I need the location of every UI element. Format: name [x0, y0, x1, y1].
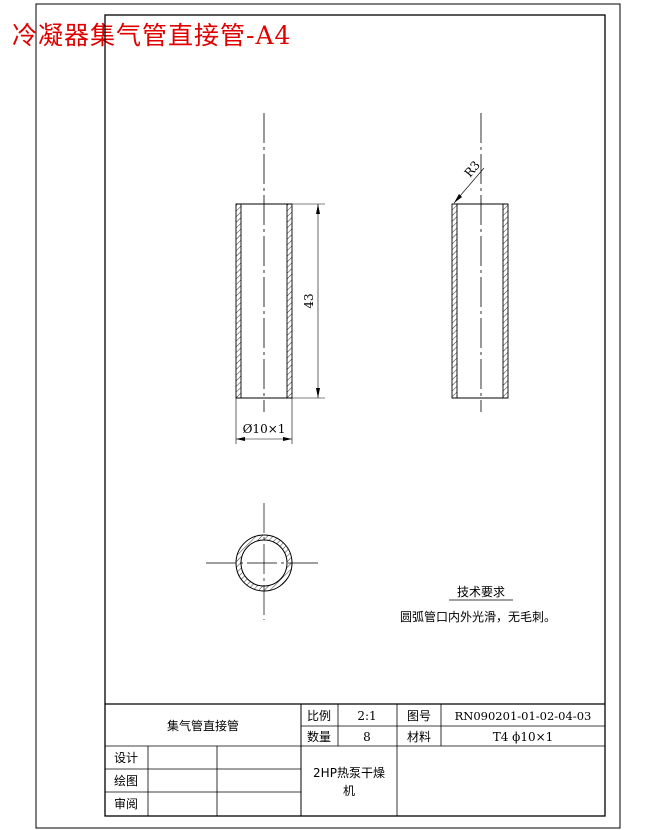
product-name-line2: 机: [343, 784, 355, 798]
quantity-value: 8: [363, 730, 371, 744]
tube-section-view: [235, 113, 325, 444]
title-block-grid: [105, 703, 605, 816]
drawing-number-label: 图号: [407, 709, 431, 723]
red-title: 冷凝器集气管直接管-A4: [12, 21, 292, 50]
scale-value: 2:1: [357, 709, 376, 723]
review-label: 审阅: [114, 796, 138, 811]
scale-label: 比例: [307, 709, 331, 723]
inner-frame: [104, 14, 606, 817]
diameter-dimension-label: Ø10×1: [243, 422, 286, 436]
radius-dimension-label: R3: [462, 158, 483, 180]
draw-label: 绘图: [114, 773, 138, 788]
material-value: T4 ϕ10×1: [493, 730, 554, 744]
quantity-label: 数量: [307, 729, 331, 744]
material-label: 材料: [407, 730, 431, 744]
length-dimension-label: 43: [302, 293, 316, 308]
part-name: 集气管直接管: [167, 718, 239, 733]
tech-requirements-heading: 技术要求: [457, 585, 505, 599]
product-name-line1: 2HP热泵干燥: [313, 766, 385, 780]
outer-border: [35, 3, 621, 829]
design-label: 设计: [114, 751, 138, 765]
tech-requirements-text: 圆弧管口内外光滑，无毛刺。: [400, 609, 556, 624]
drawing-number-value: RN090201-01-02-04-03: [455, 709, 592, 723]
tube-radius-view: [451, 113, 509, 412]
tube-end-view: [206, 503, 322, 620]
